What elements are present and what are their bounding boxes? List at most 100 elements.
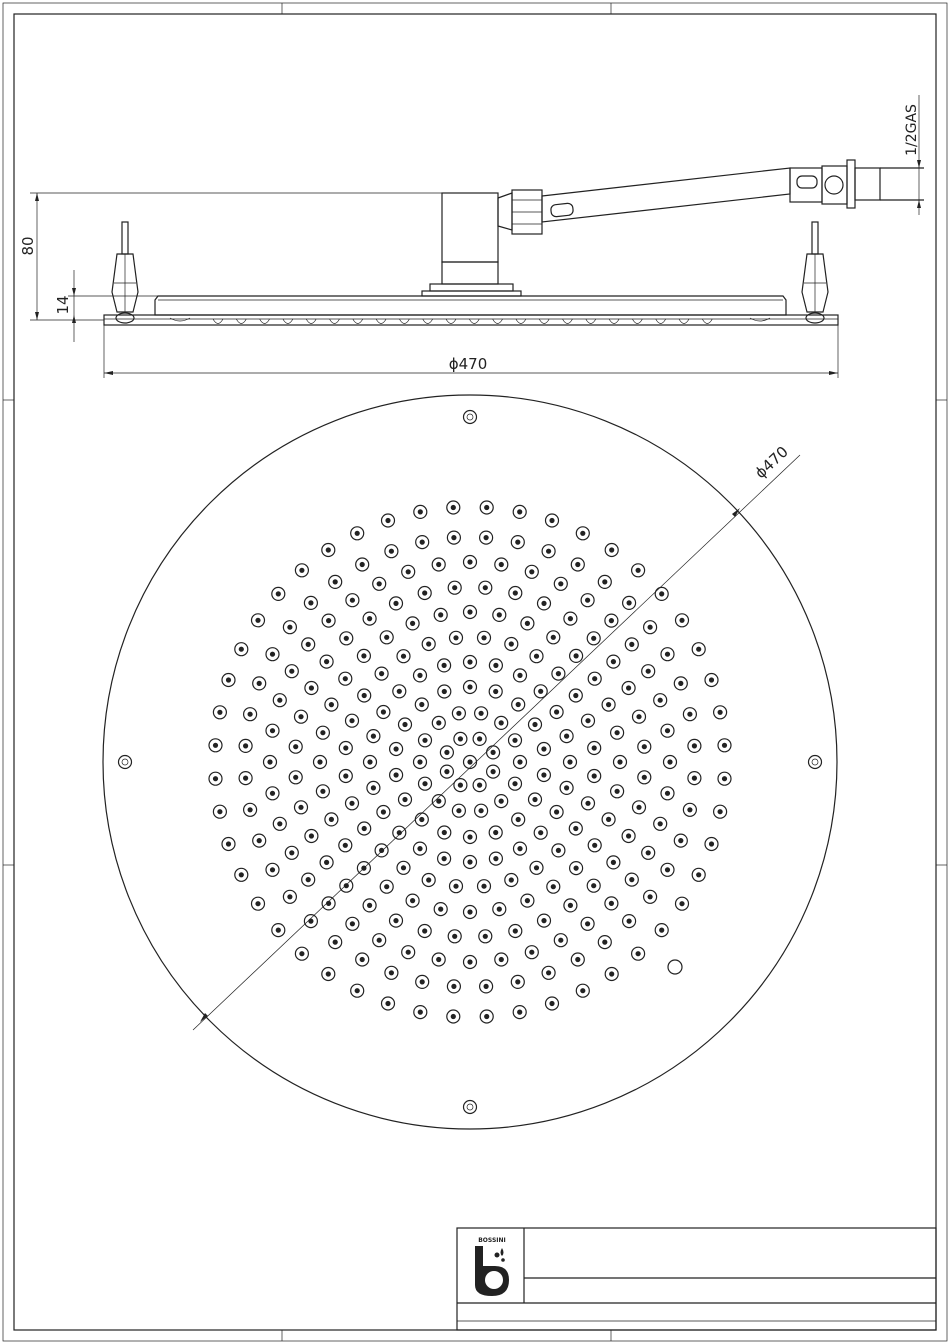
mounting-hole (119, 756, 132, 769)
nozzle (380, 631, 393, 644)
nozzle (588, 839, 601, 852)
nozzle-side (679, 319, 689, 324)
nozzle (358, 689, 371, 702)
nozzle (571, 558, 584, 571)
nozzle (356, 953, 369, 966)
nozzle (314, 756, 327, 769)
nozzle (654, 817, 667, 830)
nozzle (644, 890, 657, 903)
nozzle (418, 925, 431, 938)
dim-diameter-side: ϕ470 (449, 355, 488, 373)
dim-height-14: 14 (54, 295, 72, 314)
nozzle (289, 740, 302, 753)
nozzle-side (702, 319, 712, 324)
nozzle (542, 966, 555, 979)
mounting-hole (809, 756, 822, 769)
nozzle (529, 793, 542, 806)
nozzle (683, 803, 696, 816)
nozzle (414, 842, 427, 855)
nozzle (487, 765, 500, 778)
dim-height-80: 80 (19, 236, 37, 255)
nozzle (464, 856, 477, 869)
nozzle (614, 756, 627, 769)
nozzle (509, 587, 522, 600)
nozzle (235, 868, 248, 881)
nozzle (661, 648, 674, 661)
nozzle (302, 638, 315, 651)
nozzle (554, 577, 567, 590)
nozzle (339, 770, 352, 783)
nozzle (642, 665, 655, 678)
nozzle (399, 793, 412, 806)
nozzle (489, 826, 502, 839)
nozzle (588, 742, 601, 755)
nozzle (415, 698, 428, 711)
nozzle (605, 968, 618, 981)
nozzle (272, 924, 285, 937)
nozzle (438, 659, 451, 672)
nozzle (560, 781, 573, 794)
nozzle (576, 527, 589, 540)
nozzle (346, 594, 359, 607)
nozzle (356, 558, 369, 571)
nozzle-side (376, 319, 386, 324)
nozzle (264, 756, 277, 769)
nozzle (633, 801, 646, 814)
nozzle (714, 805, 727, 818)
nozzle (718, 772, 731, 785)
nozzle (644, 621, 657, 634)
nozzle (289, 771, 302, 784)
nozzle (375, 844, 388, 857)
nozzle (406, 617, 419, 630)
nozzle (638, 740, 651, 753)
nozzle (602, 813, 615, 826)
title-block: BOSSINI (457, 1228, 936, 1330)
nozzle (611, 726, 624, 739)
nozzle (346, 797, 359, 810)
nozzle (511, 975, 524, 988)
nozzle-side (516, 319, 526, 324)
nozzle (632, 947, 645, 960)
nozzle (509, 777, 522, 790)
nozzle (363, 899, 376, 912)
nozzle-side (283, 319, 293, 324)
nozzle (346, 714, 359, 727)
nozzle (489, 852, 502, 865)
nozzle-side (306, 319, 316, 324)
nozzle (514, 842, 527, 855)
nozzle (325, 698, 338, 711)
nozzle (718, 739, 731, 752)
nozzle (273, 817, 286, 830)
nozzle (464, 681, 477, 694)
nozzle (213, 805, 226, 818)
nozzle (582, 797, 595, 810)
nozzle (304, 915, 317, 928)
nozzle (464, 956, 477, 969)
nozzle (454, 732, 467, 745)
nozzle (266, 724, 279, 737)
swivel-joint (498, 190, 542, 234)
nozzle (222, 674, 235, 687)
nozzle-side (469, 319, 479, 324)
nozzle (464, 606, 477, 619)
nozzle (380, 880, 393, 893)
nozzle (266, 863, 279, 876)
nozzle (385, 966, 398, 979)
nozzle (587, 632, 600, 645)
nozzle (273, 694, 286, 707)
nozzle (547, 880, 560, 893)
nozzle (385, 545, 398, 558)
nozzle-side (330, 319, 340, 324)
nozzle (525, 946, 538, 959)
nozzle (632, 564, 645, 577)
dim-thread: 1/2GAS (904, 104, 920, 156)
nozzle (655, 587, 668, 600)
nozzle (390, 914, 403, 927)
nozzle-side (260, 319, 270, 324)
nozzles-side (213, 319, 712, 324)
nozzle (464, 906, 477, 919)
nozzle (495, 795, 508, 808)
nozzle (325, 813, 338, 826)
nozzle (448, 930, 461, 943)
nozzle (450, 880, 463, 893)
